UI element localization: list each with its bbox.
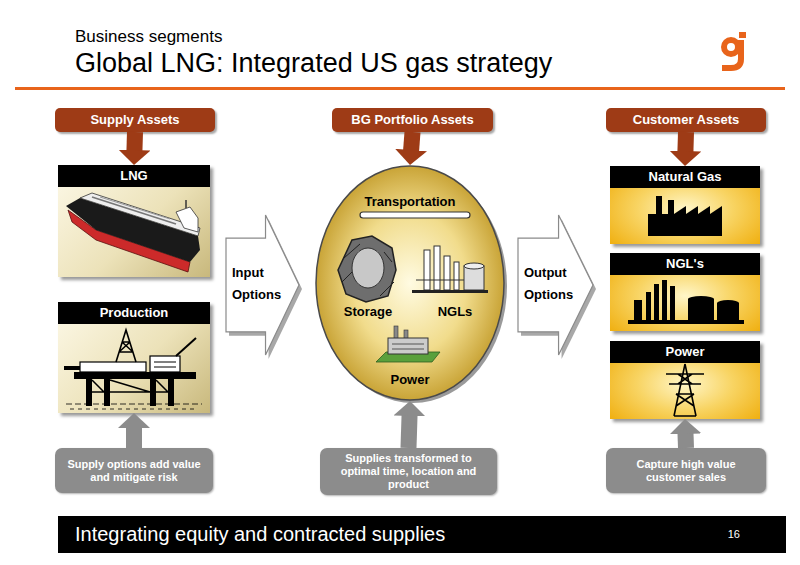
column bbox=[434, 246, 440, 290]
ship-mast bbox=[185, 200, 187, 208]
plant-window bbox=[392, 344, 424, 349]
note-box: Supplies transformed to optimal time, lo… bbox=[320, 448, 497, 495]
storage-cavern bbox=[352, 248, 384, 288]
rock-hatch bbox=[342, 244, 394, 296]
panel-header: Power bbox=[610, 341, 760, 363]
column bbox=[424, 250, 430, 290]
lng-ship bbox=[66, 193, 200, 272]
offshore-rig bbox=[64, 330, 202, 409]
arrow-body bbox=[226, 215, 299, 355]
footer-text: Integrating equity and contracted suppli… bbox=[75, 516, 445, 553]
water-line bbox=[70, 409, 198, 410]
segment-tab: Supply Assets bbox=[55, 108, 215, 132]
rig-window bbox=[154, 362, 176, 367]
customer-panel: Power bbox=[610, 341, 760, 419]
panel-header: NGL's bbox=[610, 253, 760, 275]
arrow-body bbox=[518, 215, 593, 355]
section-label: Business segments bbox=[75, 27, 222, 47]
block-arrow-connector bbox=[126, 132, 143, 151]
pipe bbox=[360, 212, 470, 218]
logo-bowl bbox=[724, 40, 738, 54]
pylon-lattice bbox=[666, 364, 704, 416]
ship-bridge bbox=[176, 207, 198, 232]
block-arrow-connector bbox=[677, 433, 694, 448]
panel-header: Natural Gas bbox=[610, 166, 760, 188]
segment-tab: Customer Assets bbox=[606, 108, 766, 132]
footer-band: Integrating equity and contracted suppli… bbox=[58, 516, 786, 553]
rock-formation bbox=[338, 236, 396, 302]
block-arrow-connector bbox=[126, 427, 142, 448]
segment-tab: BG Portfolio Assets bbox=[332, 108, 493, 132]
output-block-arrow: Output Options bbox=[518, 214, 596, 356]
column bbox=[654, 284, 659, 320]
tab-label: BG Portfolio Assets bbox=[332, 108, 493, 132]
tank-top bbox=[688, 296, 714, 302]
block-arrow-shape bbox=[226, 214, 302, 356]
rig-deck bbox=[74, 372, 196, 379]
note-box: Capture high value customer sales bbox=[606, 448, 766, 493]
factory-silhouette bbox=[648, 196, 722, 236]
asset-label: NGLs bbox=[425, 304, 485, 320]
factory-icon bbox=[648, 196, 722, 236]
note-text: Supplies transformed to optimal time, lo… bbox=[320, 452, 497, 491]
deck-pipe bbox=[92, 197, 176, 224]
panel-header: LNG bbox=[58, 165, 210, 187]
column bbox=[670, 286, 675, 320]
pylon-icon bbox=[666, 364, 704, 416]
column bbox=[454, 262, 459, 290]
arrow-label: Output Options bbox=[524, 262, 584, 306]
block-arrow-shape bbox=[518, 214, 596, 356]
slide-title: Global LNG: Integrated US gas strategy bbox=[75, 48, 552, 79]
plant-pipe bbox=[416, 280, 464, 281]
company-logo bbox=[722, 32, 746, 68]
note-text: Capture high value customer sales bbox=[606, 458, 766, 484]
note-box: Supply options add value and mitigate ri… bbox=[55, 448, 213, 493]
rig-derrick bbox=[116, 330, 136, 362]
rig-crane bbox=[176, 338, 196, 356]
block-arrow-connector bbox=[411, 132, 412, 151]
asset-label: Power bbox=[380, 372, 440, 388]
rig-module bbox=[80, 362, 146, 372]
rig-module bbox=[150, 356, 180, 372]
plant-building bbox=[388, 338, 428, 354]
page-number: 16 bbox=[728, 516, 740, 553]
tab-label: Supply Assets bbox=[55, 108, 215, 132]
column bbox=[662, 280, 667, 320]
logo-dot bbox=[739, 32, 746, 38]
tank-top bbox=[464, 263, 484, 269]
ngl-plant-icon bbox=[412, 246, 488, 293]
deck-pipe bbox=[100, 197, 170, 219]
ellipse-outline bbox=[316, 166, 504, 400]
note-text: Supply options add value and mitigate ri… bbox=[55, 458, 213, 484]
tab-label: Customer Assets bbox=[606, 108, 766, 132]
tank-top bbox=[717, 300, 739, 306]
input-block-arrow: Input Options bbox=[226, 214, 302, 356]
rig-brace bbox=[86, 380, 174, 392]
logo-tail bbox=[722, 40, 741, 68]
asset-label: Transportation bbox=[315, 194, 505, 210]
facility-block bbox=[634, 300, 642, 320]
ngl-facility-icon bbox=[628, 280, 744, 324]
storage-icon bbox=[338, 236, 396, 302]
ship-deck bbox=[80, 193, 200, 236]
arrow-label: Input Options bbox=[232, 262, 294, 306]
tank bbox=[688, 299, 714, 320]
tank bbox=[464, 266, 484, 290]
power-plant-icon bbox=[376, 326, 440, 362]
block-arrow-connector bbox=[677, 132, 694, 152]
block-arrow-connector bbox=[409, 415, 410, 448]
title-rule bbox=[15, 87, 785, 90]
plant-base bbox=[412, 290, 488, 293]
facility-base bbox=[628, 320, 744, 324]
column bbox=[444, 256, 450, 290]
pipeline-icon bbox=[360, 212, 470, 218]
column bbox=[646, 292, 651, 320]
panel-header: Production bbox=[58, 302, 210, 324]
asset-label: Storage bbox=[328, 304, 408, 320]
